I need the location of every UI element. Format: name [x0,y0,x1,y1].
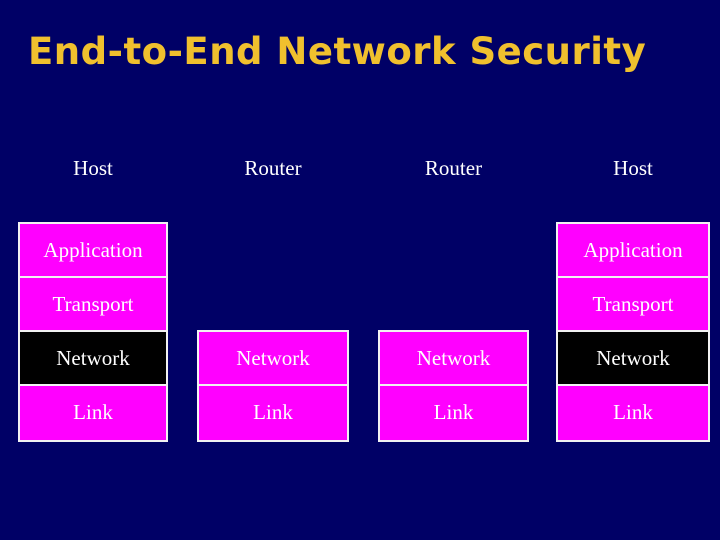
layer-box-link[interactable]: Link [20,386,166,440]
column-header-router-1: Router [244,156,302,180]
layer-box-application[interactable]: Application [558,224,708,278]
column-header-router-2: Router [424,156,483,180]
layer-box-transport[interactable]: Transport [558,278,708,332]
layer-box-network[interactable]: Network [199,332,347,386]
column-header-host-left: Host [73,156,113,180]
page-title: End-to-End Network Security [28,30,647,73]
layer-box-link[interactable]: Link [199,386,347,440]
layer-stack-router-1: Network Link [197,330,349,442]
layer-box-network[interactable]: Network [380,332,527,386]
column-header-host-right: Host [613,156,653,180]
layer-box-link[interactable]: Link [558,386,708,440]
layer-box-transport[interactable]: Transport [20,278,166,332]
layer-stack-host-right: Application Transport Network Link [556,222,710,442]
layer-box-link[interactable]: Link [380,386,527,440]
layer-box-network[interactable]: Network [558,332,708,386]
layer-box-network[interactable]: Network [20,332,166,386]
layer-stack-router-2: Network Link [378,330,529,442]
layer-stack-host-left: Application Transport Network Link [18,222,168,442]
layer-box-application[interactable]: Application [20,224,166,278]
